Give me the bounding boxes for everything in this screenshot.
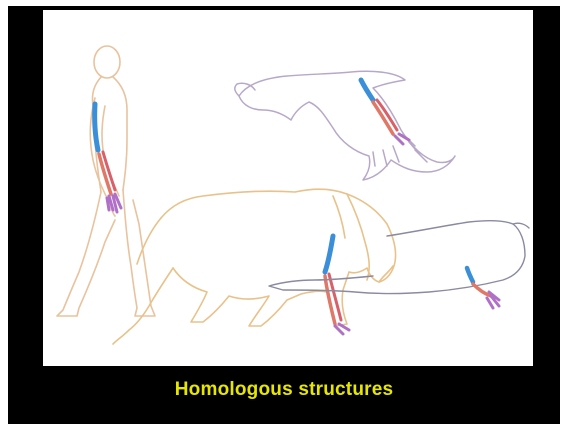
lion-figure [113, 189, 396, 344]
human-right-leg [123, 190, 155, 316]
bird-body-outline [239, 71, 455, 180]
human-arm-bones [95, 104, 121, 212]
bird-humerus [361, 80, 373, 100]
seal-figure [269, 221, 529, 294]
seal-forearm [473, 284, 491, 296]
lion-humerus [325, 236, 333, 272]
bird-wing-bones [361, 80, 409, 144]
illustration-panel [43, 10, 533, 366]
seal-humerus [467, 268, 473, 282]
bird-hand [395, 134, 409, 144]
slide: Homologous structures [8, 6, 560, 424]
lion-body-outline [161, 189, 396, 326]
seal-flipper-bones [467, 268, 499, 308]
human-head [94, 46, 120, 78]
lion-tail [113, 218, 173, 344]
homologous-structures-illustration [43, 10, 533, 366]
human-humerus [95, 104, 98, 150]
slide-caption: Homologous structures [8, 374, 560, 406]
bird-feathers [373, 134, 427, 166]
bird-figure [235, 71, 455, 180]
human-left-leg [57, 192, 115, 316]
seal-body-outline [269, 221, 525, 294]
lion-mane [333, 194, 369, 280]
